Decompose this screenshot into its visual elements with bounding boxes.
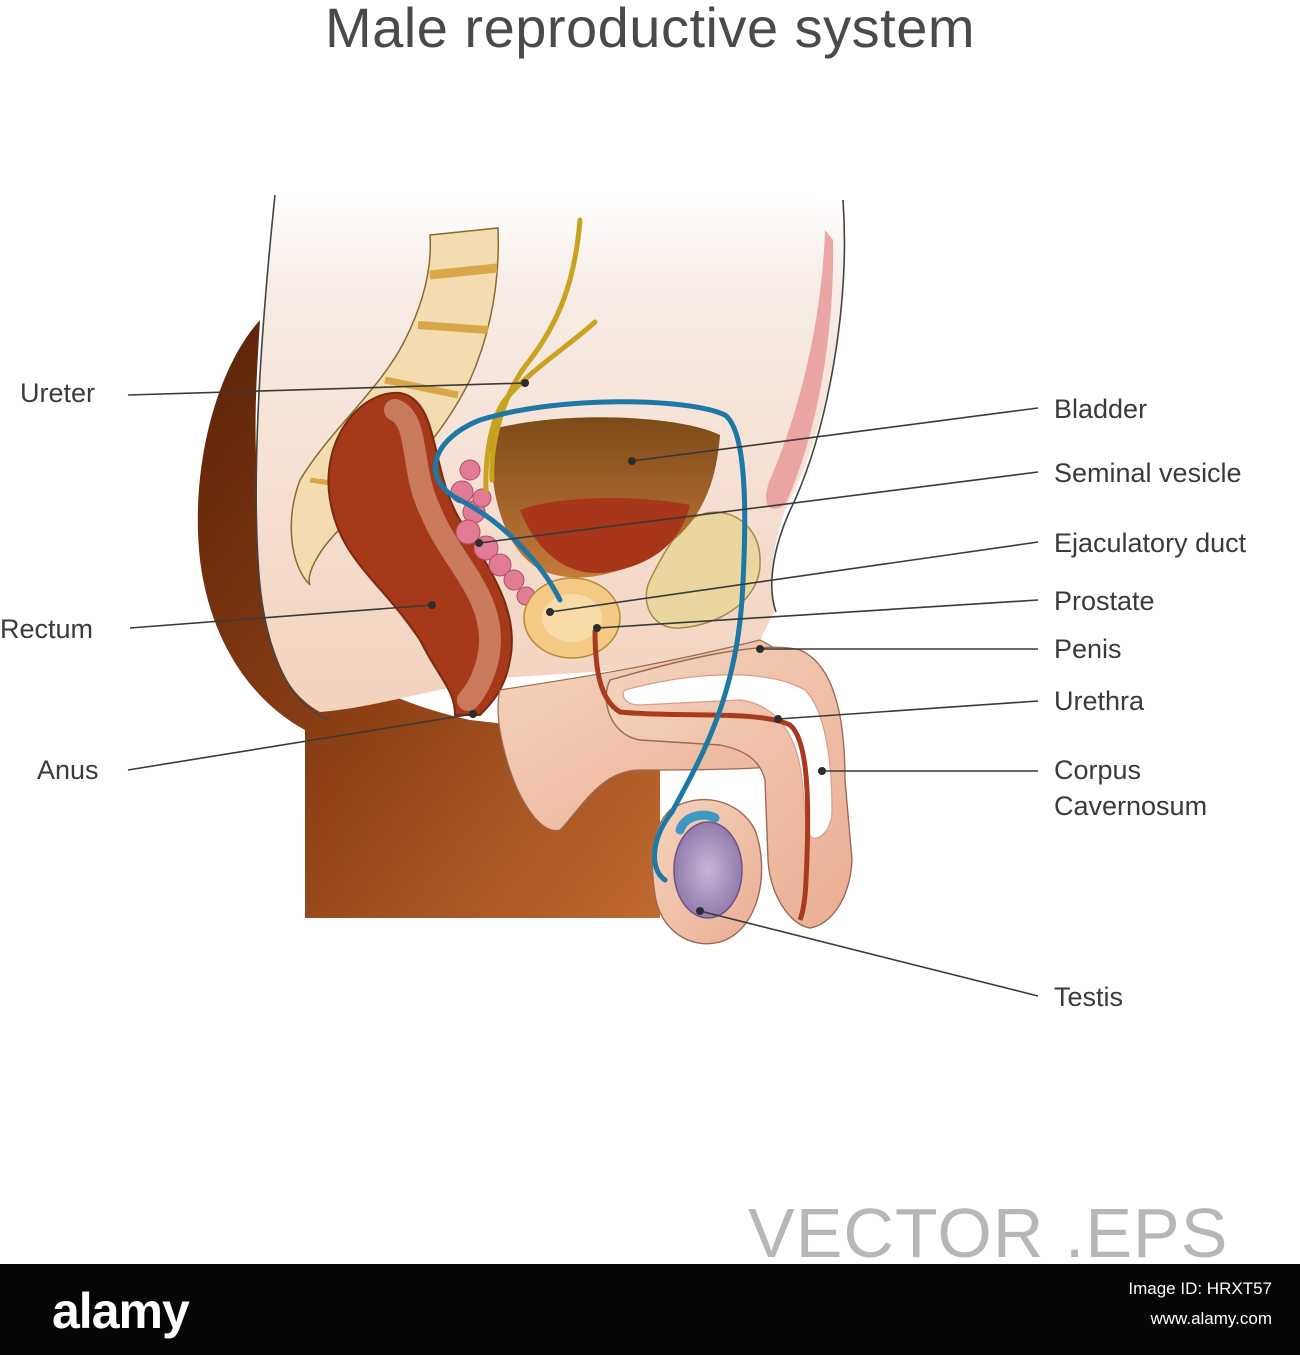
label-rectum: Rectum (0, 614, 94, 644)
label-anus: Anus (37, 755, 99, 785)
scrotum-organ (651, 798, 763, 945)
page-title: Male reproductive system (324, 0, 975, 59)
label-testis: Testis (1054, 982, 1124, 1012)
label-penis: Penis (1054, 634, 1122, 664)
label-ejaculatory-duct: Ejaculatory duct (1054, 528, 1247, 558)
vector-eps-label: VECTOR .EPS (748, 1194, 1229, 1272)
pubic-bone (645, 511, 761, 629)
ureter-vessels (483, 217, 598, 493)
anatomy-illustration (127, 194, 1039, 997)
leader-lines (127, 382, 1039, 997)
footer-url: www.alamy.com (1150, 1309, 1272, 1328)
label-seminal-vesicle: Seminal vesicle (1054, 458, 1242, 488)
urethra-channel (592, 629, 811, 921)
back-outline (255, 194, 331, 721)
bladder-organ (490, 417, 720, 578)
image-id-text: Image ID: HRXT57 (1128, 1279, 1272, 1298)
alamy-logo: alamy (52, 1283, 190, 1339)
label-bladder: Bladder (1054, 394, 1148, 424)
label-ureter: Ureter (20, 378, 96, 408)
prostate-organ (523, 577, 621, 659)
abdomen-outline (771, 199, 846, 613)
label-prostate: Prostate (1054, 586, 1155, 616)
label-corpus: Corpus (1054, 755, 1142, 785)
footer-bar: alamy Image ID: HRXT57 www.alamy.com (0, 1264, 1300, 1355)
epididymis (675, 810, 720, 835)
abdominal-muscle (765, 230, 834, 509)
vas-deferens (432, 399, 748, 883)
leader-dots (428, 379, 826, 915)
label-cavernosum: Cavernosum (1054, 791, 1208, 821)
label-urethra: Urethra (1054, 686, 1145, 716)
testis-gland (673, 821, 743, 919)
rectum-organ (327, 391, 513, 716)
